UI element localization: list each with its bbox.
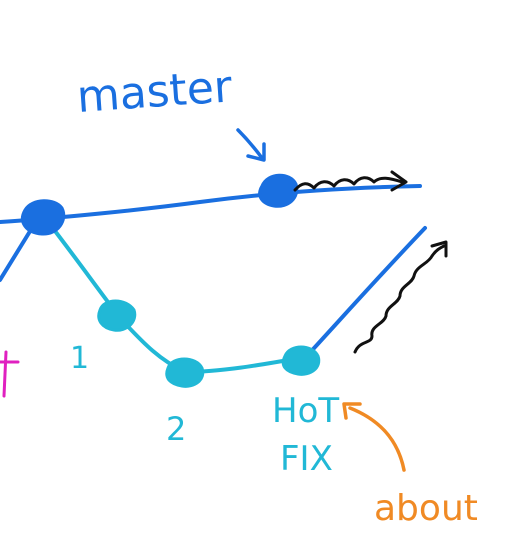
commit-1-label: 1 — [70, 341, 89, 376]
feature-commit-node-1 — [97, 299, 137, 332]
master-commit-node-left — [20, 199, 66, 236]
master-squiggle-arrow — [293, 170, 408, 192]
hotfix-label-line2: FIX — [280, 439, 333, 479]
feature-commit-node-2 — [165, 357, 205, 388]
hotfix-commit-node — [281, 345, 321, 376]
commit-2-label: 2 — [166, 410, 186, 448]
master-pointer-arrow — [236, 128, 266, 162]
hotfix-merge-line — [303, 226, 427, 360]
feature-branch-line — [43, 216, 302, 375]
about-label: about — [374, 488, 478, 529]
about-pointer-arrow — [342, 402, 406, 472]
side-mark — [0, 350, 20, 398]
master-commit-node-right — [258, 173, 299, 208]
hotfix-label-line1: HoT — [272, 391, 339, 431]
master-label: master — [75, 61, 234, 123]
hotfix-squiggle-arrow — [353, 240, 448, 354]
